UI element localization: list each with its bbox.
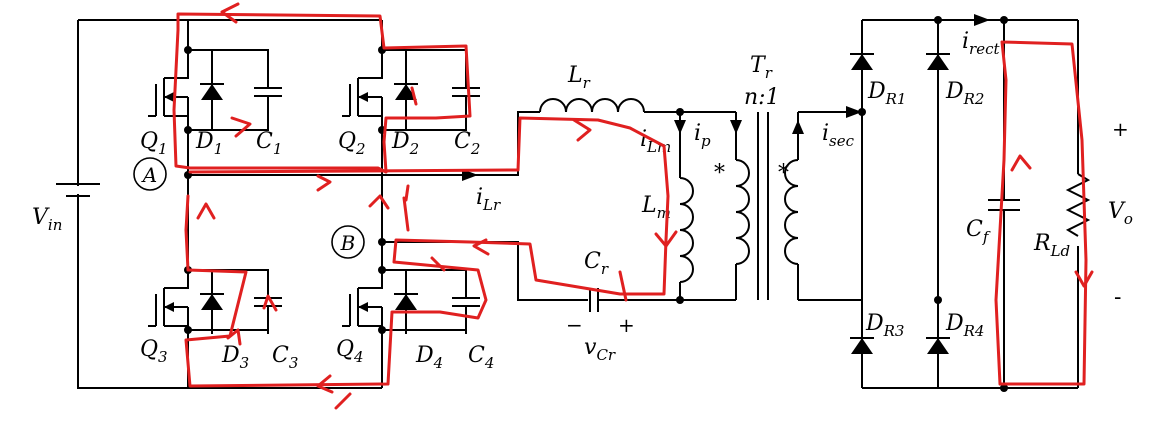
output-current-path xyxy=(994,40,1088,386)
d3-label: D3 xyxy=(221,343,249,372)
input-source xyxy=(56,19,188,389)
q2-label: Q2 xyxy=(338,129,366,158)
dr1-label: DR1 xyxy=(867,79,906,108)
irect-label: irect xyxy=(962,29,1000,58)
cr-label: Cr xyxy=(584,249,609,278)
q2-mosfet xyxy=(341,59,383,125)
resonant-current-path xyxy=(184,116,670,388)
node-a-marker: A xyxy=(133,157,167,191)
c4-capacitor xyxy=(451,269,481,335)
full-bridge xyxy=(147,19,481,389)
svg-text:B: B xyxy=(340,231,356,255)
c1-capacitor xyxy=(253,59,283,125)
q1-label: Q1 xyxy=(140,129,168,158)
d3-diode xyxy=(199,269,225,335)
secondary-rectifier xyxy=(784,14,1091,392)
c2-label: C2 xyxy=(454,129,480,158)
d4-label: D4 xyxy=(415,343,443,372)
ip-label: ip xyxy=(694,121,711,150)
isec-label: isec xyxy=(822,121,855,150)
d1-label: D1 xyxy=(195,129,223,158)
secondary-winding xyxy=(784,159,799,265)
q3-mosfet xyxy=(147,269,189,335)
primary-winding xyxy=(735,159,750,265)
vcr-minus: − xyxy=(566,313,583,337)
vo-minus: - xyxy=(1114,285,1121,310)
vin-label: Vin xyxy=(32,205,62,234)
dr2-label: DR2 xyxy=(945,79,984,108)
transformer-core xyxy=(757,112,769,300)
c4-label: C4 xyxy=(468,343,494,372)
rld-label: RLd xyxy=(1033,231,1070,260)
vo-label: Vo xyxy=(1108,199,1133,228)
q4-label: Q4 xyxy=(336,337,364,366)
dr3-label: DR3 xyxy=(865,311,904,340)
lm-inductor xyxy=(679,177,694,283)
turns-ratio: n:1 xyxy=(744,85,780,110)
q4-mosfet xyxy=(341,269,383,335)
c1-label: C1 xyxy=(256,129,282,158)
d1-diode xyxy=(199,59,225,125)
primary-dot: * xyxy=(714,161,725,186)
c3-label: C3 xyxy=(272,343,298,372)
ilr-label: iLr xyxy=(476,185,501,214)
lr-inductor xyxy=(539,98,645,113)
lr-label: Lr xyxy=(567,63,591,92)
q3-label: Q3 xyxy=(140,337,168,366)
vcr-plus: + xyxy=(618,313,635,337)
node-b-marker: B xyxy=(331,225,365,259)
dr4-label: DR4 xyxy=(945,311,984,340)
vcr-label: vCr xyxy=(584,335,616,364)
tr-label: Tr xyxy=(750,53,773,82)
vo-plus: + xyxy=(1112,117,1129,141)
q1-mosfet xyxy=(147,59,189,125)
d2-label: D2 xyxy=(391,129,419,158)
d4-diode xyxy=(393,269,419,335)
svg-text:A: A xyxy=(141,163,157,187)
secondary-dot: * xyxy=(778,161,789,186)
cf-label: Cf xyxy=(966,217,991,246)
red-annotations xyxy=(172,2,1094,410)
c3-capacitor xyxy=(253,269,283,335)
